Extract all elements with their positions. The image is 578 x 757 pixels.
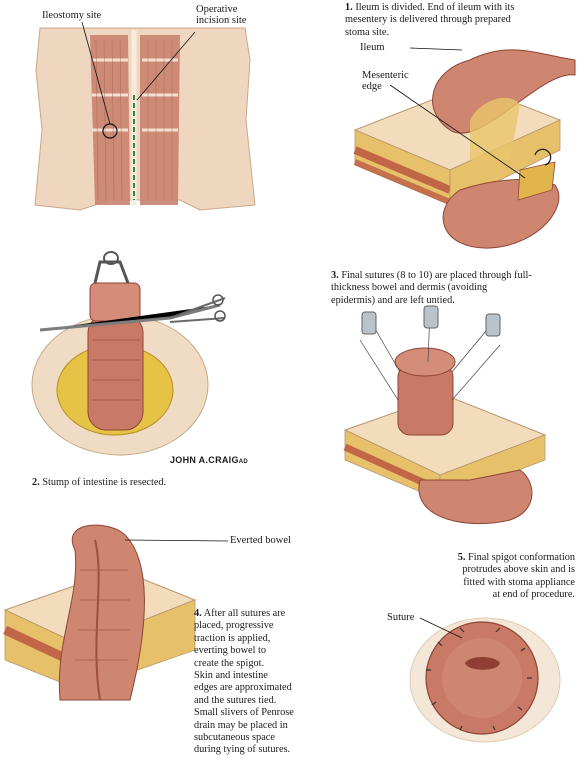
- caption-step-4-line-9: Small slivers of Penrose: [194, 707, 294, 719]
- caption-step-4-line-10: drain may be placed in: [194, 719, 288, 731]
- label-ileostomy-site: Ileostomy site: [42, 10, 102, 21]
- caption-step-4-line-5: create the spigot.: [194, 657, 265, 669]
- caption-step-1: 1. Ileum is divided. End of ileum with i…: [345, 2, 575, 39]
- caption-step-4-line-7: edges are approximated: [194, 682, 292, 694]
- label-operative-incision-line2: incision site: [196, 15, 247, 26]
- caption-step-3: 3. Final sutures (8 to 10) are placed th…: [331, 270, 576, 307]
- caption-step-5-line-4: at end of procedure.: [492, 589, 575, 601]
- caption-step-2-text: Stump of intestine is resected.: [42, 477, 167, 488]
- caption-step-2: 2. Stump of intestine is resected.: [32, 477, 232, 489]
- caption-step-1-number: 1.: [345, 2, 353, 13]
- caption-step-3-line-1: Final sutures (8 to 10) are placed throu…: [341, 270, 532, 281]
- caption-step-1-line-1: Ileum is divided. End of ileum with its: [355, 2, 515, 13]
- caption-step-1-line-3: stoma site.: [345, 26, 390, 38]
- caption-step-4-line-1: After all sutures are: [203, 608, 286, 619]
- label-everted-bowel: Everted bowel: [230, 535, 291, 546]
- caption-step-3-line-3: epidermis) and are left untied.: [331, 294, 455, 306]
- caption-step-4-line-4: everting bowel to: [194, 645, 267, 657]
- caption-step-5-line-1: Final spigot conformation: [468, 552, 575, 563]
- artist-signature-name: JOHN A.CRAIG: [170, 455, 239, 465]
- caption-step-4-number: 4.: [194, 608, 202, 619]
- caption-step-5-line-2: protrudes above skin and is: [462, 564, 575, 576]
- label-mesenteric-edge-line2: edge: [362, 81, 382, 92]
- caption-step-4-line-8: and the sutures tied.: [194, 694, 277, 706]
- caption-step-5-line-3: fitted with stoma appliance: [463, 576, 575, 588]
- caption-step-3-number: 3.: [331, 270, 339, 281]
- label-suture: Suture: [387, 612, 415, 623]
- caption-step-5: 5. Final spigot conformation protrudes a…: [400, 552, 575, 602]
- caption-step-1-line-2: mesentery is delivered through prepared: [345, 14, 511, 26]
- caption-step-4-line-6: Skin and intestine: [194, 670, 268, 682]
- artist-signature-suffix: AD: [238, 459, 249, 465]
- caption-step-4-line-2: placed, progressive: [194, 620, 274, 632]
- caption-step-4-line-11: subcutaneous space: [194, 732, 275, 744]
- caption-step-2-number: 2.: [32, 477, 40, 488]
- label-operative-incision-line1: Operative: [196, 4, 238, 15]
- caption-step-5-number: 5.: [457, 552, 466, 563]
- label-mesenteric-edge-line1: Mesenteric: [362, 70, 409, 81]
- artist-signature: JOHN A.CRAIGAD: [170, 455, 248, 465]
- label-ileum: Ileum: [360, 42, 385, 53]
- caption-step-4-line-3: traction is applied,: [194, 632, 271, 644]
- caption-step-3-line-2: thickness bowel and dermis (avoiding: [331, 282, 488, 294]
